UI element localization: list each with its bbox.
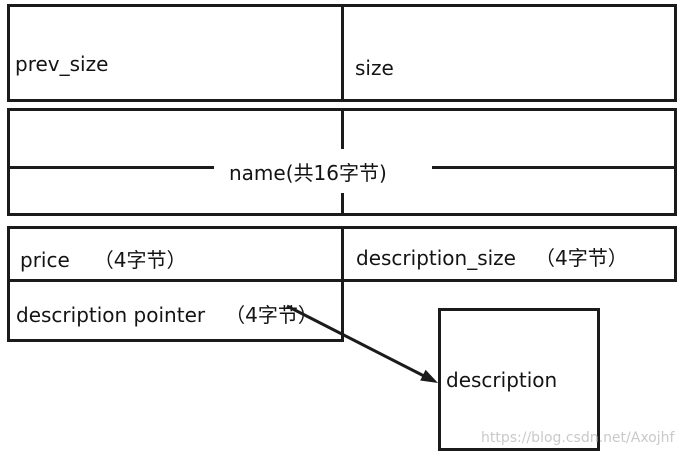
price-label: price xyxy=(20,248,70,272)
pointer-arrowhead-icon xyxy=(420,369,438,383)
row1-column-divider xyxy=(341,4,344,102)
cell-prev-size: prev_size xyxy=(15,52,109,76)
price-row-column-divider xyxy=(341,226,344,282)
cell-description-pointer: description pointer （4字节） xyxy=(16,302,318,328)
name-label-text: name(共16字节) xyxy=(229,160,387,185)
watermark-url: https://blog.csdn.net/Axojhf xyxy=(481,430,675,446)
cell-size: size xyxy=(355,56,394,80)
description-pointer-bytes: （4字节） xyxy=(225,303,318,327)
description-box-label: description xyxy=(446,367,558,392)
description-size-bytes: （4字节） xyxy=(534,246,628,270)
description-pointer-label: description pointer xyxy=(16,303,206,327)
cell-price: price （4字节） xyxy=(20,247,187,273)
description-box: description xyxy=(438,308,600,451)
cell-name: name(共16字节) xyxy=(214,149,432,193)
cell-description-size: description_size （4字节） xyxy=(356,245,628,271)
description-size-label: description_size xyxy=(356,246,516,270)
price-bytes: （4字节） xyxy=(93,248,187,272)
